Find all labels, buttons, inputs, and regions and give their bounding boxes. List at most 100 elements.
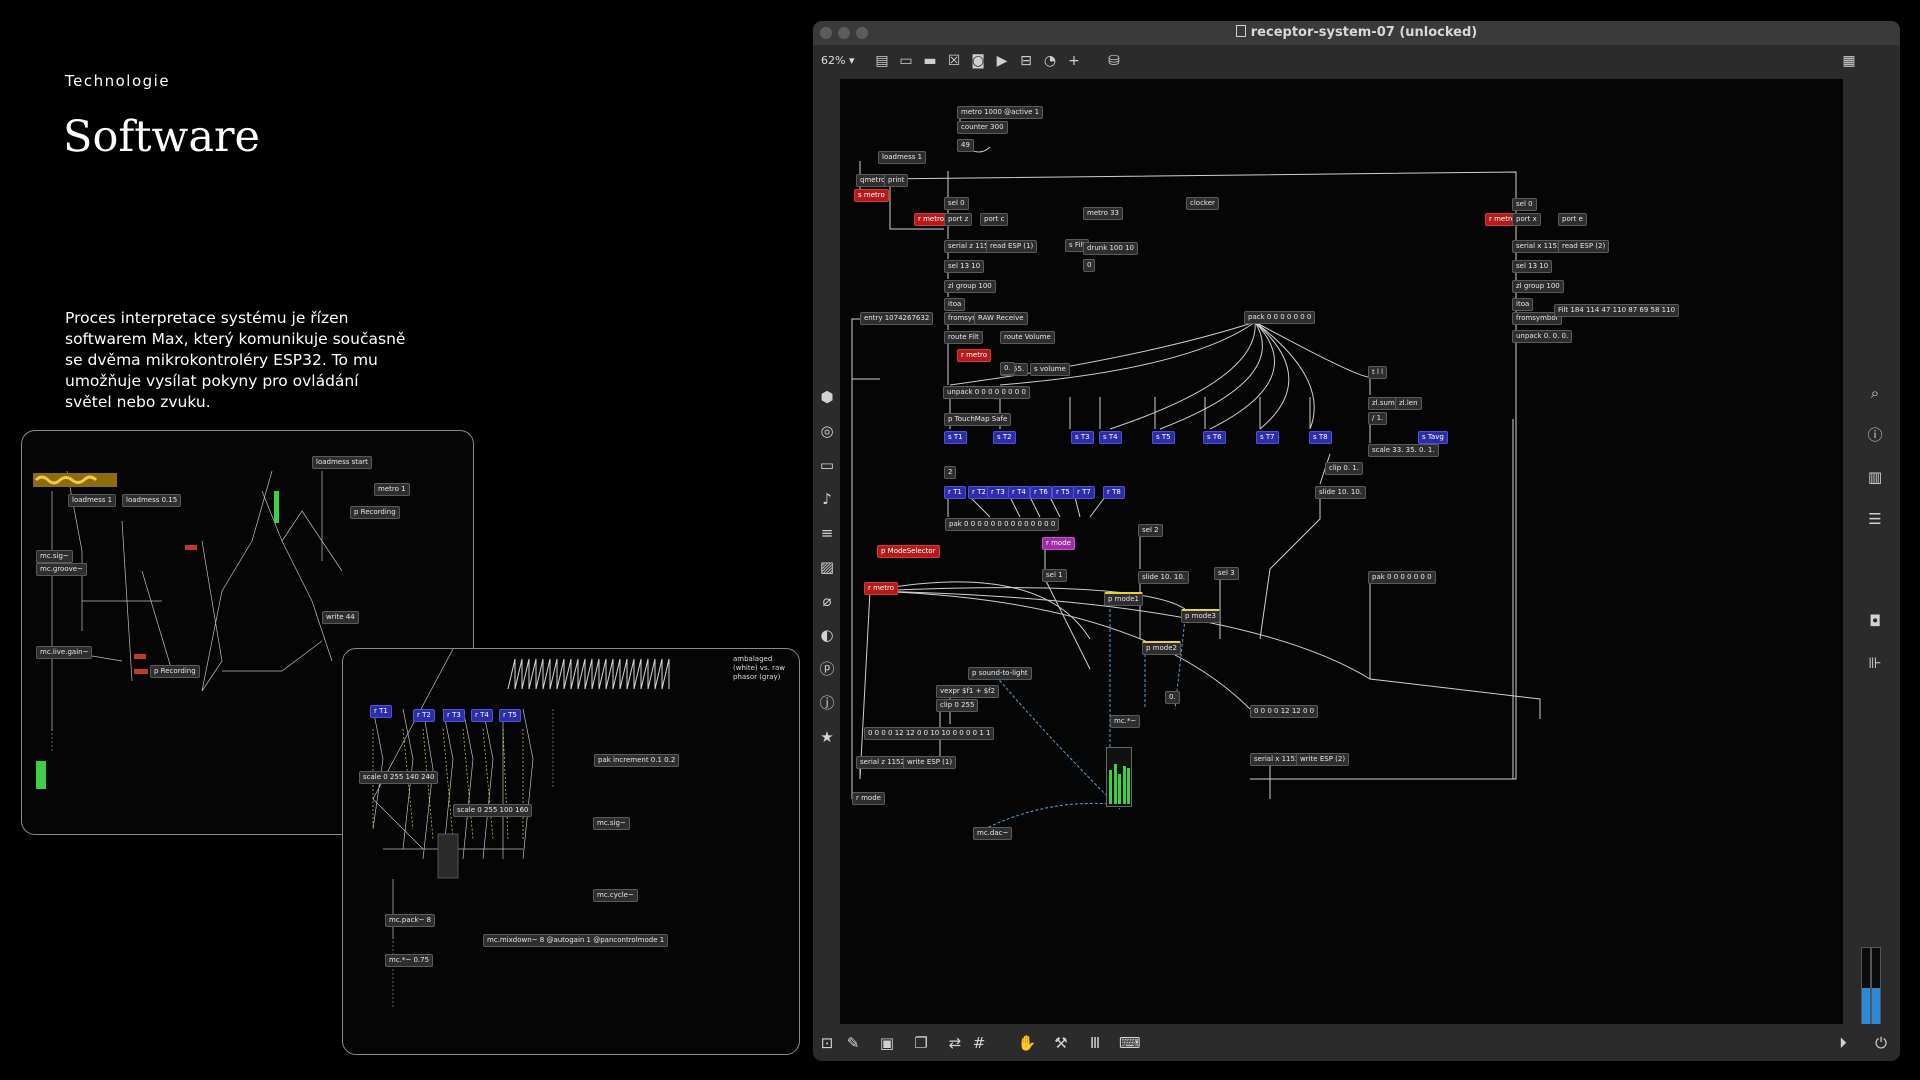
patch-object[interactable]: slide 10. 10. [1315, 486, 1367, 499]
keyboard-icon[interactable]: ⌨ [1119, 1034, 1141, 1052]
patch-object[interactable]: r T7 [1073, 486, 1095, 499]
power-icon[interactable]: ⏻ [1875, 1034, 1887, 1052]
patch-object[interactable]: r mode [1042, 537, 1075, 550]
patch-object[interactable]: sel 0 [1512, 198, 1537, 211]
patch-object[interactable]: p ModeSelector [877, 545, 940, 558]
wrench-icon[interactable]: ⚒ [1054, 1034, 1068, 1052]
patch-object[interactable]: r T8 [1103, 486, 1125, 499]
patch-object[interactable]: port x [1512, 213, 1541, 226]
patch-object[interactable]: r metro [864, 582, 898, 595]
p-icon[interactable]: ⓟ [819, 660, 835, 678]
search-icon[interactable]: ⌕ [1870, 384, 1880, 402]
grid-icon[interactable]: # [972, 1034, 986, 1052]
patch-object[interactable]: vexpr $f1 + $f2 [936, 685, 1000, 698]
paperclip-icon[interactable]: ⌀ [822, 592, 832, 610]
patch-object[interactable]: pak 0 0 0 0 0 0 0 0 0 0 0 0 0 0 [945, 518, 1060, 531]
patch-object[interactable]: metro 33 [1083, 207, 1124, 220]
patch-object[interactable]: serial z 115200 [856, 756, 918, 769]
drag-icon[interactable]: ✋ [1017, 1034, 1037, 1052]
patch-object[interactable]: print [884, 174, 909, 187]
patch-object[interactable]: zl group 100 [1512, 280, 1564, 293]
patch-object[interactable]: 49 [957, 139, 974, 152]
patch-object[interactable]: loadmess 1 [878, 151, 927, 164]
patch-object[interactable]: Filt 184 114 47 110 87 69 58 110 [1554, 304, 1680, 317]
patch-object[interactable]: mc.*~ [1110, 715, 1141, 728]
patch-object[interactable]: r T3 [987, 486, 1009, 499]
patch-object[interactable]: 0. [1165, 691, 1180, 704]
patch-object[interactable]: read ESP (1) [986, 240, 1038, 253]
patch-object[interactable]: p mode3 [1181, 609, 1220, 623]
button-icon[interactable]: ◙ [971, 53, 985, 69]
patch-object[interactable]: / 1. [1368, 412, 1388, 425]
bus-icon[interactable]: ▭ [819, 456, 835, 474]
patch-object[interactable]: 0 0 0 0 12 12 0 0 10 10 0 0 0 0 1 1 [864, 727, 995, 740]
patch-object[interactable]: r metro [914, 213, 948, 226]
patch-object[interactable]: read ESP (2) [1558, 240, 1610, 253]
minimize-button[interactable] [838, 27, 850, 39]
patch-object[interactable]: write ESP (2) [1296, 753, 1350, 766]
patch-object[interactable]: write ESP (1) [903, 756, 957, 769]
patch-object[interactable]: itoa [944, 298, 966, 311]
patch-object[interactable]: r metro [957, 349, 991, 362]
edit-icon[interactable]: ✎ [846, 1034, 860, 1052]
slider-icon[interactable]: ⊟ [1020, 53, 1032, 69]
comment-icon[interactable]: ▭ [899, 53, 913, 69]
patch-object[interactable]: s T6 [1203, 431, 1226, 444]
audio-icon[interactable]: ≡ [820, 524, 834, 542]
camera-icon[interactable]: ◘ [1869, 612, 1881, 630]
lock-icon[interactable]: ⊡ [820, 1034, 834, 1052]
play-circle-icon[interactable]: ⏵ [1839, 1034, 1847, 1052]
patch-object[interactable]: s T4 [1099, 431, 1122, 444]
patch-object[interactable]: unpack 0 0 0 0 0 0 0 0 [943, 386, 1030, 399]
patch-object[interactable]: p mode1 [1104, 592, 1143, 606]
patch-object[interactable]: 0 [1083, 259, 1096, 272]
patch-object[interactable]: port z [944, 213, 973, 226]
patch-object[interactable]: counter 300 [957, 121, 1008, 134]
presentation-icon[interactable]: ▣ [879, 1034, 895, 1052]
patch-object[interactable]: s T7 [1256, 431, 1279, 444]
info-icon[interactable]: ⓘ [1867, 426, 1883, 444]
patch-object[interactable]: clip 0 255 [936, 699, 979, 712]
patch-object[interactable]: r T1 [944, 486, 966, 499]
patch-object[interactable]: clip 0. 1. [1325, 462, 1363, 475]
patch-object[interactable]: p sound-to-light [968, 667, 1032, 680]
patch-object[interactable]: zl group 100 [944, 280, 996, 293]
message-icon[interactable]: ▬ [923, 53, 937, 69]
add-icon[interactable]: + [1068, 53, 1080, 69]
book-icon[interactable]: ▥ [1867, 468, 1883, 486]
patch-object[interactable]: r T6 [1030, 486, 1052, 499]
patch-object[interactable]: sel 2 [1138, 524, 1163, 537]
patch-object[interactable]: pak 0 0 0 0 0 0 0 [1368, 571, 1436, 584]
patch-object[interactable]: scale 33. 35. 0. 1. [1368, 444, 1439, 457]
columns-icon[interactable]: Ⅲ [1089, 1034, 1101, 1052]
patch-object[interactable]: sel 1 [1042, 569, 1067, 582]
zoom-level[interactable]: 62% ▾ [821, 54, 855, 67]
patch-object[interactable]: p TouchMap Safe [944, 413, 1012, 426]
patch-object[interactable]: zl.len [1395, 397, 1422, 410]
patch-object[interactable]: sel 13 10 [944, 260, 985, 273]
mixer-icon[interactable]: ⇄ [948, 1034, 962, 1052]
presentation-icon[interactable]: ▤ [875, 53, 889, 69]
patch-object[interactable]: slide 10. 10. [1138, 571, 1190, 584]
patch-object[interactable]: mc.dac~ [973, 827, 1013, 840]
patch-object[interactable]: 0 0 0 0 12 12 0 0 [1250, 705, 1319, 718]
list-icon[interactable]: ☰ [1868, 510, 1882, 528]
patch-object[interactable]: fromsymbol [1512, 312, 1562, 325]
patch-object[interactable]: 2 [944, 466, 957, 479]
patch-object[interactable]: s T8 [1309, 431, 1332, 444]
star-icon[interactable]: ★ [820, 728, 834, 746]
objects-icon[interactable]: ⬢ [820, 388, 834, 406]
grid-toggle-icon[interactable]: ▦ [1842, 53, 1856, 69]
patch-object[interactable]: RAW Receive [974, 312, 1028, 325]
patch-object[interactable]: port c [980, 213, 1009, 226]
patch-object[interactable]: entry 1074267632 [860, 312, 934, 325]
patch-object[interactable]: route Filt [944, 331, 983, 344]
patch-object[interactable]: clocker [1186, 197, 1219, 210]
patch-object[interactable]: r mode [852, 792, 885, 805]
patch-object[interactable]: sel 13 10 [1512, 260, 1553, 273]
plugin-icon[interactable]: ◐ [820, 626, 834, 644]
patch-object[interactable]: p mode2 [1142, 641, 1181, 655]
target-icon[interactable]: ◎ [820, 422, 834, 440]
patch-object[interactable]: t l l [1368, 366, 1388, 379]
patch-object[interactable]: s T1 [944, 431, 967, 444]
